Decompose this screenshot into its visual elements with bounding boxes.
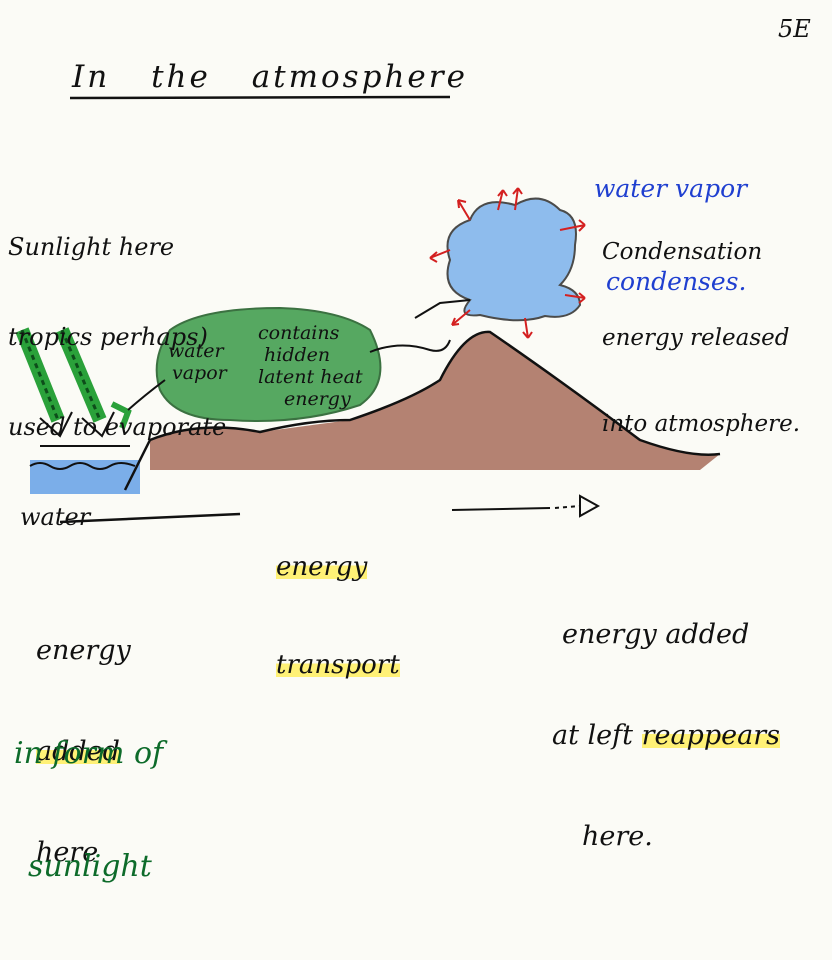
reappears-at-left: at left xyxy=(552,719,642,751)
condensation-line: energy released xyxy=(602,324,790,351)
condense-note: water vapor condenses. xyxy=(594,110,747,360)
page-title: In the atmosphere xyxy=(72,59,468,95)
title-underline xyxy=(69,95,451,100)
transport-word-energy: energy xyxy=(276,552,368,582)
sunlight-form-note: in form of sunlight xyxy=(14,660,163,960)
condense-line: water vapor xyxy=(594,173,748,203)
sunlight-note-line: water xyxy=(20,503,91,531)
reappears-here: here. xyxy=(582,821,653,852)
release-arrows xyxy=(429,187,586,339)
drawing-canvas xyxy=(15,95,721,524)
vapor-bubble xyxy=(155,306,382,422)
reappears-line: energy added xyxy=(562,618,750,650)
condensation-note: Condensation energy released into atmosp… xyxy=(602,180,800,496)
land-mountain xyxy=(123,330,721,491)
transport-arrow xyxy=(451,494,601,518)
bubble-word-latent: latent heat xyxy=(258,366,363,388)
cloud xyxy=(414,197,582,322)
sunlight-note-line: Sunlight here xyxy=(8,233,175,261)
page-number: 5E xyxy=(778,15,811,43)
condensation-line: Condensation xyxy=(602,238,763,265)
diagram-page: 5E In the atmosphere Sunlight here tropi… xyxy=(8,15,811,884)
condense-line: condenses. xyxy=(606,267,747,297)
bubble-connector xyxy=(127,339,451,411)
energy-added-line: energy xyxy=(36,634,131,666)
sunlight-note-line: tropics perhaps) xyxy=(8,323,208,351)
reappears-note: energy added at left reappears here. xyxy=(552,550,780,921)
bubble-word-vapor: vapor xyxy=(172,362,227,384)
transport-word-transport: transport xyxy=(276,649,400,680)
sunlight-arrows xyxy=(15,327,132,438)
condensation-line: into atmosphere. xyxy=(602,411,801,437)
bubble-word-hidden: hidden xyxy=(264,344,331,366)
sunlight-form-line: in form of xyxy=(14,736,164,771)
sunlight-note-line: used to evaporate xyxy=(8,413,227,441)
bubble-word-contains: contains xyxy=(258,322,340,344)
reappears-word: reappears xyxy=(641,719,780,751)
ground-line xyxy=(59,512,241,524)
bubble-word-water: water xyxy=(168,340,224,362)
sunlight-form-line: sunlight xyxy=(28,848,152,884)
ocean-water xyxy=(29,445,140,494)
sunlight-note: Sunlight here tropics perhaps) used to e… xyxy=(8,172,226,592)
energy-added-word: added xyxy=(36,735,120,767)
transport-label: energy transport xyxy=(276,486,400,746)
bubble-word-energy: energy xyxy=(284,388,351,410)
